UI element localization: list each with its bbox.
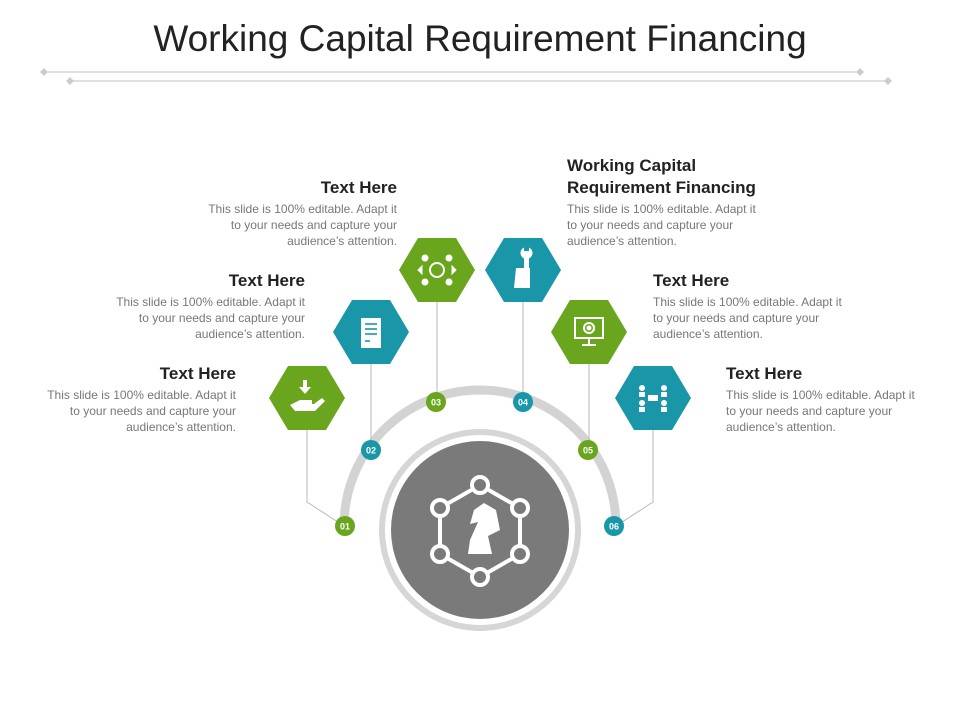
svg-text:03: 03 [431, 398, 441, 408]
badge-06: 06 [604, 516, 624, 536]
monitor-gear-icon [574, 317, 604, 346]
item-04-body: This slide is 100% editable. Adapt it to… [567, 202, 756, 248]
item-02-text: Text Here This slide is 100% editable. A… [105, 270, 305, 342]
item-01-text: Text Here This slide is 100% editable. A… [36, 363, 236, 435]
item-03-heading: Text Here [320, 178, 397, 197]
item-02-body: This slide is 100% editable. Adapt it to… [116, 295, 305, 341]
hexagon-01 [269, 366, 345, 430]
badge-03: 03 [426, 392, 446, 412]
item-01-body: This slide is 100% editable. Adapt it to… [47, 388, 236, 434]
svg-text:04: 04 [518, 398, 528, 408]
svg-text:06: 06 [609, 522, 619, 532]
item-06-body: This slide is 100% editable. Adapt it to… [726, 388, 915, 434]
hand-wrench-icon [514, 246, 533, 288]
item-06-text: Text Here This slide is 100% editable. A… [726, 363, 926, 435]
item-02-heading: Text Here [228, 271, 305, 290]
item-06-heading: Text Here [726, 364, 803, 383]
item-04-text: Working Capital Requirement Financing Th… [567, 155, 787, 249]
svg-text:02: 02 [366, 446, 376, 456]
item-01-heading: Text Here [159, 364, 236, 383]
hexagon-03 [399, 238, 475, 302]
item-03-body: This slide is 100% editable. Adapt it to… [208, 202, 397, 248]
team-network-icon [639, 385, 667, 412]
item-03-text: Text Here This slide is 100% editable. A… [197, 177, 397, 249]
item-05-body: This slide is 100% editable. Adapt it to… [653, 295, 842, 341]
outer-arc [339, 385, 621, 527]
badge-01: 01 [335, 516, 355, 536]
hexagon-05 [551, 300, 627, 364]
money-cycle-icon [417, 254, 457, 286]
hand-receive-icon [290, 380, 325, 411]
badge-04: 04 [513, 392, 533, 412]
badge-02: 02 [361, 440, 381, 460]
document-icon [361, 318, 381, 348]
hexagon-02 [333, 300, 409, 364]
item-05-heading: Text Here [653, 271, 730, 290]
title-divider [40, 68, 892, 85]
connector-lines [306, 302, 654, 527]
svg-text:01: 01 [340, 522, 350, 532]
item-04-heading: Working Capital Requirement Financing [567, 156, 756, 197]
badge-05: 05 [578, 440, 598, 460]
item-05-text: Text Here This slide is 100% editable. A… [653, 270, 853, 342]
chess-knight-network-icon [430, 475, 530, 587]
page-title: Working Capital Requirement Financing [153, 18, 807, 59]
hexagon-06 [615, 366, 691, 430]
hexagon-04 [485, 238, 561, 302]
svg-text:05: 05 [583, 446, 593, 456]
